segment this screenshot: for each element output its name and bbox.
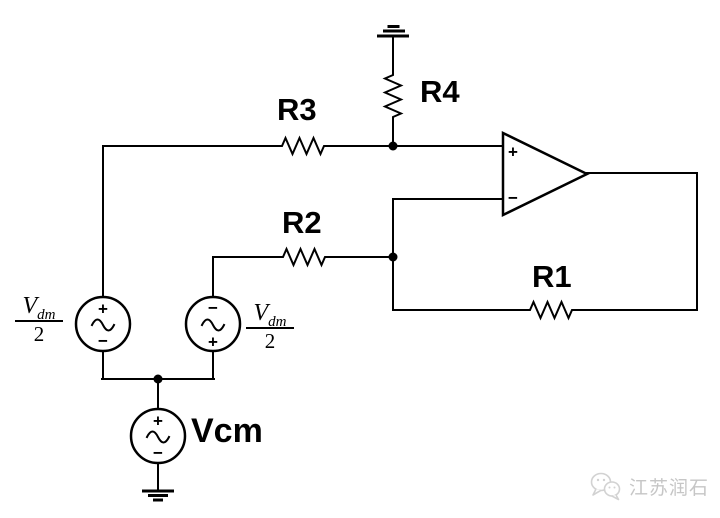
source-vcm-body [129,407,187,465]
wire-r2-net [212,246,394,298]
ground-bottom [142,489,174,502]
label-r4: R4 [420,74,460,109]
opamp-triangle [501,130,590,218]
junction-dots [153,141,398,384]
net-sources-common [101,350,215,492]
source-vdm-right: − + [184,295,242,353]
net-r3 [102,135,504,298]
source-vdm-left-plus: + [98,300,108,319]
opamp-noninverting-label: + [508,143,518,162]
vdm-numerator: Vdm [15,293,63,322]
ground-top [377,25,409,38]
source-vcm-plus: + [153,412,163,431]
source-vdm-left-body [74,295,132,353]
label-vdm-right: Vdm 2 [246,300,294,354]
vdm-numerator: Vdm [246,300,294,329]
net-r1-feedback [392,172,698,321]
label-r1: R1 [532,259,572,294]
junction-noninverting-node [388,141,398,151]
label-r3: R3 [277,92,317,127]
sine-icon [145,430,171,444]
wire-r1-net [392,172,698,321]
wire-inverting-vertical [392,198,504,311]
label-r2: R2 [282,205,322,240]
source-vcm-minus: − [153,444,163,463]
chat-bubbles-logo-icon [590,472,621,501]
vdm-denominator: 2 [33,322,45,347]
junction-common-node [153,374,163,384]
sine-icon [90,318,116,332]
watermark: 江苏润石 [588,470,709,502]
source-vdm-right-plus: + [208,333,218,352]
sine-icon [200,318,226,332]
net-r2 [212,198,504,311]
resistor-r4-branch [382,35,404,147]
label-vdm-left: Vdm 2 [15,293,63,347]
wire-r3-net [102,135,504,298]
junction-inverting-node [388,252,398,262]
source-vdm-right-minus: − [208,299,218,318]
source-vdm-left: + − [74,295,132,353]
label-vcm: Vcm [191,412,263,450]
watermark-text: 江苏润石 [629,477,710,499]
vdm-denominator: 2 [264,329,276,354]
wire-r4 [382,35,404,147]
source-vcm: + − [129,407,187,465]
source-vdm-left-minus: − [98,332,108,351]
opamp-inverting-label: − [508,189,518,208]
opamp: + − [501,130,590,218]
source-vdm-right-body [184,295,242,353]
